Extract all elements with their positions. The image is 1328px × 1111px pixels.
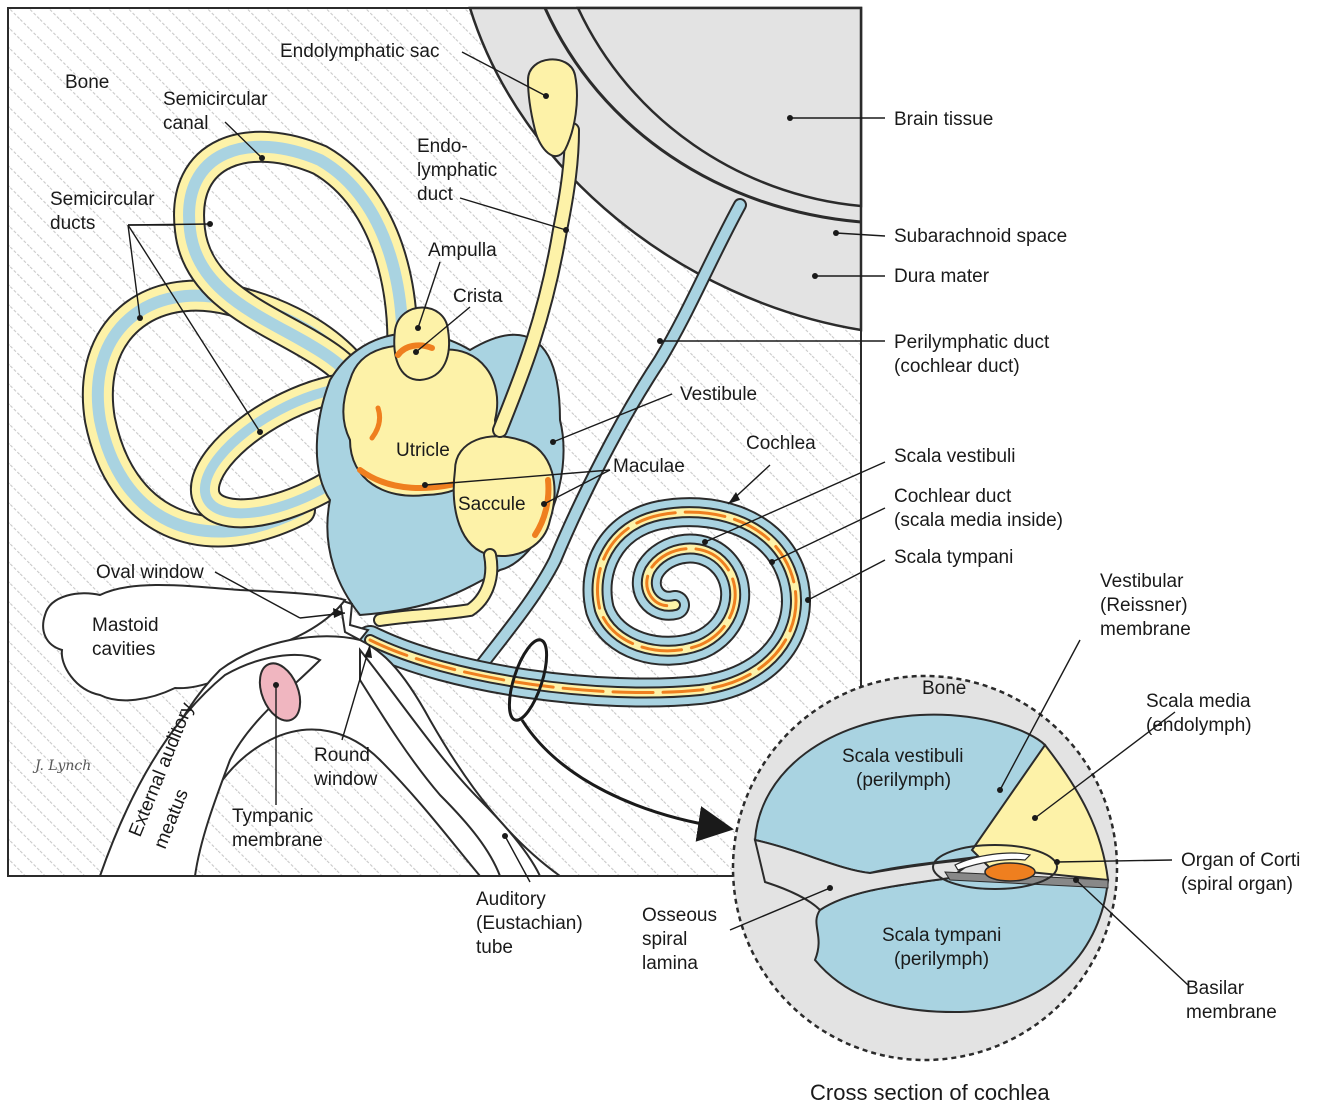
label-vestibule: Vestibule [680,384,757,405]
xs-label-organ-of-corti-2: (spiral organ) [1181,874,1293,895]
label-auditory-tube-2: (Eustachian) [476,913,583,934]
xs-label-scala-media-2: (endolymph) [1146,715,1252,736]
label-endolymphatic-duct-3: duct [417,184,454,205]
label-tympanic: Tympanic [232,806,313,827]
label-cochlea: Cochlea [746,433,816,454]
label-semicircular-canal: Semicircular [163,89,268,110]
label-round-window-2: window [313,769,378,790]
label-mastoid: Mastoid [92,615,159,636]
label-oval-window: Oval window [96,562,204,583]
label-utricle: Utricle [396,440,450,461]
xs-label-basilar-2: membrane [1186,1002,1277,1023]
xs-label-vestibular: Vestibular [1100,571,1184,592]
label-brain-tissue: Brain tissue [894,109,993,130]
label-semicircular-canal-2: canal [163,113,208,134]
label-mastoid-2: cavities [92,639,155,660]
label-perilymphatic-2: (cochlear duct) [894,356,1020,377]
label-saccule: Saccule [458,494,526,515]
label-endolymphatic-duct: Endo- [417,136,468,157]
label-bone: Bone [65,72,109,93]
label-scala-tympani: Scala tympani [894,547,1013,568]
label-cochlear-duct: Cochlear duct [894,486,1012,507]
label-endolymphatic-sac: Endolymphatic sac [280,41,439,62]
label-round-window: Round [314,745,370,766]
xs-label-scala-tympani-2: (perilymph) [894,949,989,970]
xs-label-scala-tympani: Scala tympani [882,925,1001,946]
label-subarachnoid: Subarachnoid space [894,226,1067,247]
xs-label-vestibular-3: membrane [1100,619,1191,640]
signature: J. Lynch [32,758,91,774]
label-semicircular-ducts-2: ducts [50,213,95,234]
xs-label-organ-of-corti: Organ of Corti [1181,850,1300,871]
xs-label-vestibular-2: (Reissner) [1100,595,1188,616]
label-tympanic-2: membrane [232,830,323,851]
label-cochlear-duct-2: (scala media inside) [894,510,1063,531]
label-crista: Crista [453,286,503,307]
label-dura-mater: Dura mater [894,266,990,287]
xs-label-bone: Bone [922,678,966,699]
xs-label-osseous-2: spiral [642,929,687,950]
label-auditory-tube: Auditory [476,889,546,910]
label-endolymphatic-duct-2: lymphatic [417,160,497,181]
organ-of-corti-xs [985,863,1035,881]
xs-label-scala-vestibuli-2: (perilymph) [856,770,951,791]
xs-label-osseous: Osseous [642,905,717,926]
label-maculae: Maculae [613,456,685,477]
xs-label-osseous-3: lamina [642,953,698,974]
xs-label-scala-vestibuli: Scala vestibuli [842,746,963,767]
label-scala-vestibuli: Scala vestibuli [894,446,1015,467]
label-semicircular-ducts: Semicircular [50,189,155,210]
label-ampulla: Ampulla [428,240,497,261]
label-auditory-tube-3: tube [476,937,513,958]
xs-label-basilar: Basilar [1186,978,1245,999]
label-perilymphatic: Perilymphatic duct [894,332,1050,353]
cross-section-caption: Cross section of cochlea [810,1080,1050,1105]
xs-label-scala-media: Scala media [1146,691,1251,712]
